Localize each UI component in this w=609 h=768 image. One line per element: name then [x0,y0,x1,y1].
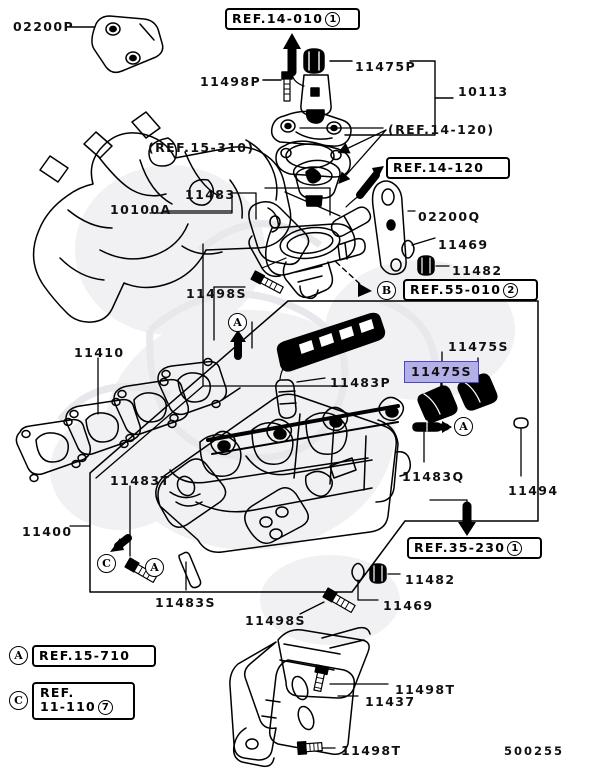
arrow-to-ref-14-120 [356,166,384,199]
part-02200Q-arm [371,180,407,276]
part-11483-sleeve [330,206,372,238]
part-label-11494[interactable]: 11494 [508,483,559,498]
part-11400-intake-manifold [155,393,412,553]
reference-box-quantity-circle: 7 [97,699,113,715]
part-10100A-throttle-body [248,201,366,300]
part-label-11498S[interactable]: 11498S [245,613,306,628]
marker-a-mid-icon: A [454,417,473,436]
part-11498P-bolt [281,71,293,102]
reference-box-text: REF.15-710 [39,647,131,663]
part-02200P-bracket [91,15,164,74]
reference-box-ref_14_120_box[interactable]: REF.14-120 [386,157,510,179]
part-11410-gasket [15,357,241,483]
part-10113-housing [270,74,352,147]
diagram-id-code: 500255 [504,744,565,758]
arrow-to-ref-55-010 [335,261,372,297]
reference-box-text: REF.14-010 [232,10,324,26]
part-11498T-bolt-lower [296,740,323,756]
part-label-11475P[interactable]: 11475P [355,59,417,74]
part-11475P-nut [303,48,325,74]
part-11483S-stud [178,551,202,589]
part-label-02200P[interactable]: 02200P [13,19,75,34]
reference-box-text-line1: REF. [40,685,75,701]
part-11483P-pin [275,379,297,419]
part-label-11483S[interactable]: 11483S [155,595,216,610]
inner-outline-box [95,243,347,479]
arrow-to-ref-14-010 [283,33,301,77]
part-label-11482[interactable]: 11482 [452,263,503,278]
part-label-10113[interactable]: 10113 [458,84,509,99]
part-11498S-bolt-upper [250,270,284,294]
part-label-11498T[interactable]: 11498T [395,682,456,697]
part-label-11469[interactable]: 11469 [383,598,434,613]
reference-box-quantity-circle: 1 [507,540,523,556]
marker-a-top-icon: A [228,313,247,332]
part-11482-nut-lower [369,563,387,584]
part-label-11483Q[interactable]: 11483Q [402,469,465,484]
reference-box-text-line2: 11-110 [40,699,96,714]
part-label-11498S[interactable]: 11498S [186,286,247,301]
arrow-to-ref-35-230 [429,499,476,536]
part-label-REF14120[interactable]: (REF.14-120) [388,122,495,137]
part-11494-clip [513,417,529,477]
reference-box-quantity-circle: 2 [503,282,519,298]
marker-c-icon: C [97,554,116,573]
reference-box-text: REF.35-230 [414,539,506,555]
highlighted-part-label[interactable]: 11475S [404,361,479,383]
highlighted-part-text: 11475S [411,363,472,379]
part-11437-bracket [229,626,371,768]
reference-box-text: REF.14-120 [393,159,485,175]
part-label-11483T[interactable]: 11483T [110,473,171,488]
part-label-11498P[interactable]: 11498P [200,74,262,89]
marker-b-icon: B [377,281,396,300]
part-label-11483P[interactable]: 11483P [330,375,392,390]
part-label-02200Q[interactable]: 02200Q [418,209,481,224]
reference-box-ref_15_710[interactable]: REF.15-710 [32,645,156,667]
part-label-11482[interactable]: 11482 [405,572,456,587]
part-11498S-bolt-lower [322,587,356,613]
part-label-11475S[interactable]: 11475S [448,339,509,354]
part-11498T-bolt-upper [313,664,330,693]
arrow-marker-a-lower [110,534,132,552]
part-label-11498T[interactable]: 11498T [341,743,402,758]
part-11483P-plate [276,312,386,372]
part-11483Q-stud [412,420,442,432]
part-label-11410[interactable]: 11410 [74,345,125,360]
part-11475S-insulator-a [417,385,458,423]
part-11469-washer-lower [351,562,365,582]
part-label-REF15310[interactable]: (REF.15-310) [148,140,255,155]
callout-ref-14-120-arrows [337,129,387,184]
part-label-11437[interactable]: 11437 [365,694,416,709]
reference-box-quantity-circle: 1 [325,11,341,27]
marker-a-low-icon: A [145,558,164,577]
arrow-marker-a-upper [230,330,246,360]
part-11475S-insulator-b [457,373,498,411]
part-label-10100A[interactable]: 10100A [110,202,172,217]
part-label-11483[interactable]: 11483 [185,187,236,202]
exhaust-manifold-illustration [32,111,292,323]
part-11469-washer [401,239,415,259]
part-label-11400[interactable]: 11400 [22,524,73,539]
part-label-11469[interactable]: 11469 [438,237,489,252]
legend-c-icon: C [9,691,28,710]
legend-a-icon: A [9,646,28,665]
part-11482-nut [417,255,435,276]
reference-box-text: REF.55-010 [410,281,502,297]
